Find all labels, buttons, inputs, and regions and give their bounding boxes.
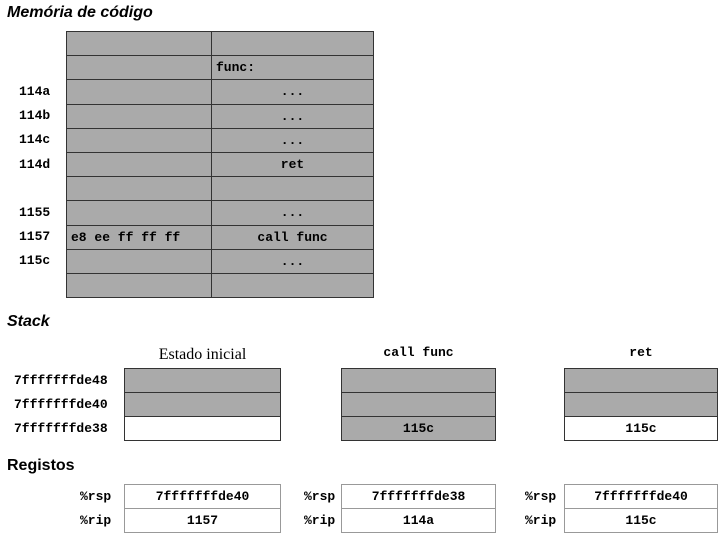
stack-address: 7fffffffde48 — [14, 372, 108, 388]
register-value-rsp: 7fffffffde38 — [341, 484, 496, 509]
stack-state-label: Estado inicial — [158, 346, 247, 363]
code-instruction-cell: ... — [211, 200, 374, 226]
register-name: %rsp — [525, 488, 557, 504]
stack-state-label: call func — [383, 344, 454, 360]
stack-cell: 115c — [564, 416, 718, 441]
register-value-rip: 114a — [341, 508, 496, 533]
code-instruction-cell: func: — [211, 55, 374, 81]
register-name: %rip — [80, 512, 112, 528]
code-bytes-cell — [66, 176, 212, 202]
code-bytes-cell — [66, 79, 212, 105]
code-bytes-cell — [66, 31, 212, 57]
code-bytes-cell — [66, 127, 212, 153]
code-bytes-cell: e8 ee ff ff ff — [66, 224, 212, 250]
code-bytes-cell — [66, 55, 212, 81]
code-instruction-cell: ret — [211, 152, 374, 178]
code-bytes-cell — [66, 103, 212, 129]
stack-cell — [341, 392, 496, 417]
stack-cell — [124, 368, 281, 393]
code-bytes-cell — [66, 273, 212, 299]
register-value-rsp: 7fffffffde40 — [124, 484, 281, 509]
stack-state-label: ret — [629, 344, 653, 360]
code-instruction-cell — [211, 176, 374, 202]
code-instruction-cell: ... — [211, 103, 374, 129]
register-value-rip: 115c — [564, 508, 718, 533]
code-address: 1155 — [19, 204, 51, 220]
register-name: %rip — [525, 512, 557, 528]
code-address: 114a — [19, 83, 51, 99]
code-instruction-cell — [211, 31, 374, 57]
stack-cell: 115c — [341, 416, 496, 441]
code-instruction-cell: ... — [211, 127, 374, 153]
code-instruction-cell: ... — [211, 248, 374, 274]
register-name: %rsp — [304, 488, 336, 504]
code-bytes-cell — [66, 152, 212, 178]
stack-title: Stack — [7, 313, 50, 330]
code-address: 114b — [19, 108, 51, 124]
stack-address: 7fffffffde38 — [14, 420, 108, 436]
register-name: %rsp — [80, 488, 112, 504]
stack-cell — [124, 416, 281, 441]
code-bytes-cell — [66, 248, 212, 274]
code-address: 115c — [19, 253, 51, 269]
code-instruction-cell: call func — [211, 224, 374, 250]
stack-address: 7fffffffde40 — [14, 396, 108, 412]
code-address: 114d — [19, 156, 51, 172]
registers-title: Registos — [7, 457, 75, 474]
code-bytes-cell — [66, 200, 212, 226]
register-name: %rip — [304, 512, 336, 528]
stack-cell — [124, 392, 281, 417]
code-instruction-cell — [211, 273, 374, 299]
code-memory-title: Memória de código — [7, 4, 153, 21]
register-value-rsp: 7fffffffde40 — [564, 484, 718, 509]
stack-cell — [564, 368, 718, 393]
code-address: 1157 — [19, 229, 51, 245]
stack-cell — [341, 368, 496, 393]
code-instruction-cell: ... — [211, 79, 374, 105]
stack-cell — [564, 392, 718, 417]
register-value-rip: 1157 — [124, 508, 281, 533]
code-address: 114c — [19, 132, 51, 148]
